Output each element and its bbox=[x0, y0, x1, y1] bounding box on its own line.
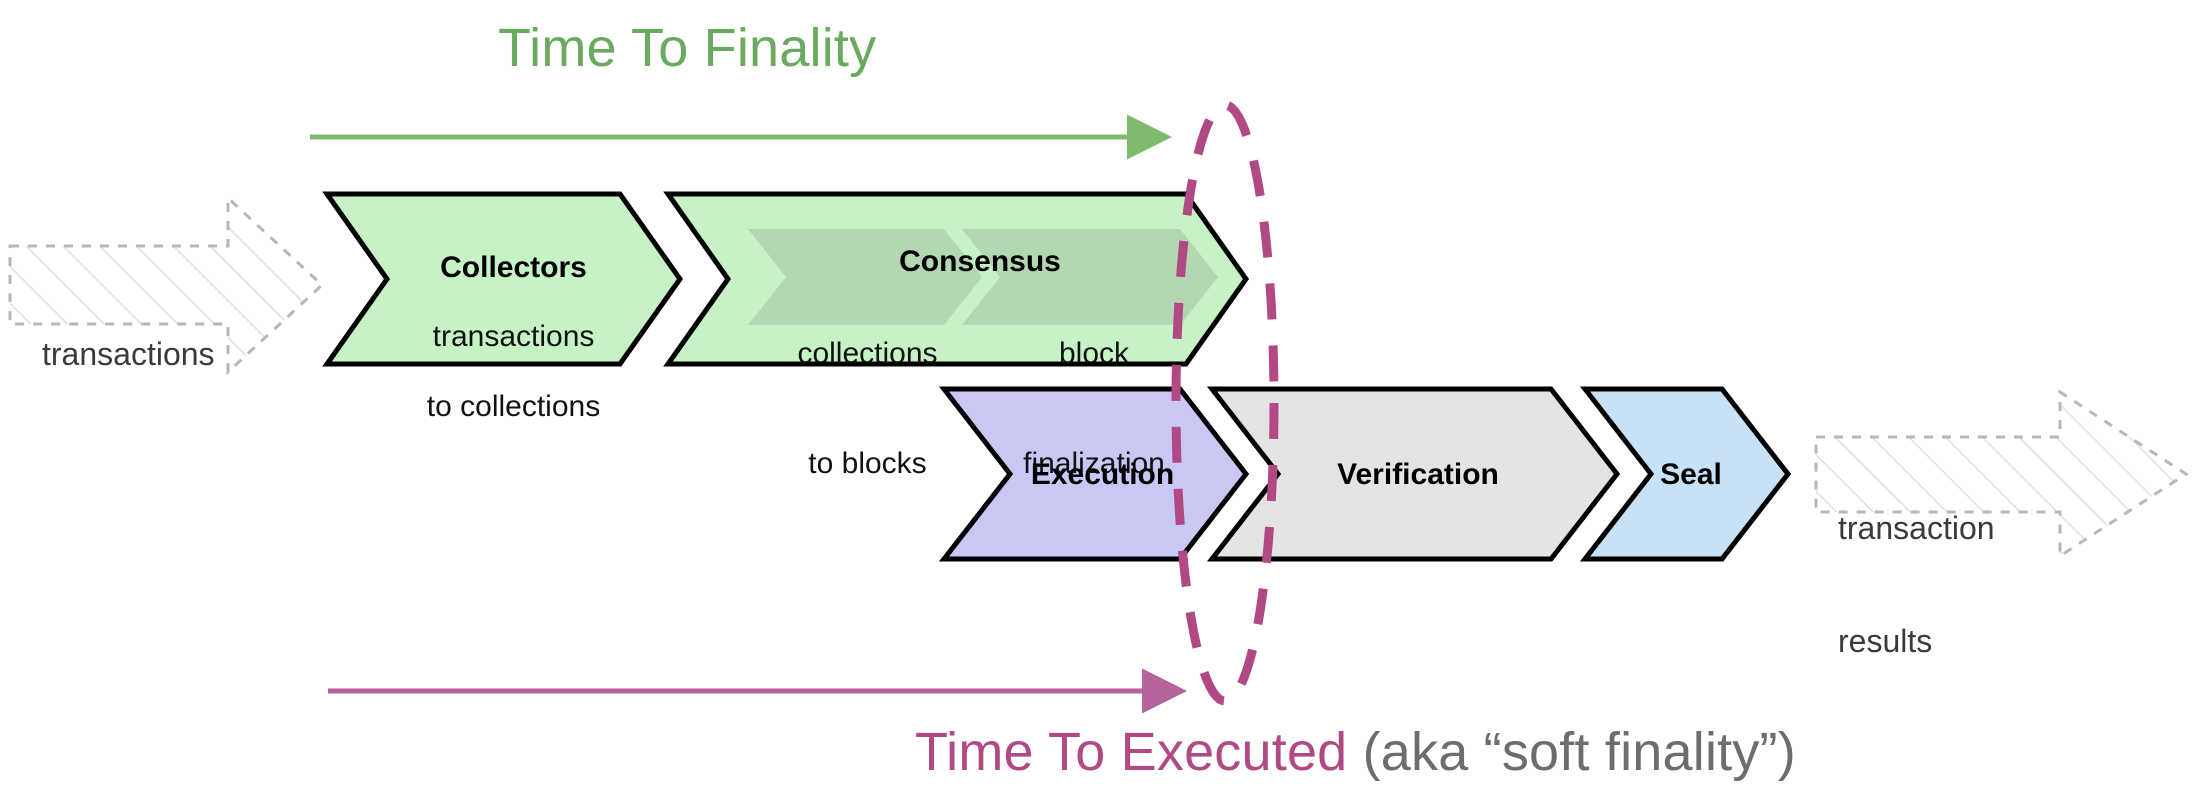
input-transactions-line1: transactions bbox=[42, 335, 215, 372]
time-to-executed-label: Time To Executed (aka “soft finality”) bbox=[915, 722, 1796, 782]
output-transaction-results-label: transaction results bbox=[1838, 434, 2098, 736]
collections-to-blocks-line1: collections bbox=[797, 337, 938, 371]
input-transactions-label: transactions bbox=[42, 260, 282, 449]
time-to-executed-main-text: Time To Executed bbox=[915, 722, 1348, 782]
collectors-subline-1: transactions bbox=[432, 320, 595, 354]
output-transaction-results-arrow bbox=[1814, 389, 2189, 559]
stage-shape-collectors[interactable] bbox=[322, 191, 684, 367]
stage-label-verification: Verification bbox=[1337, 458, 1499, 491]
stage-label-consensus: Consensus bbox=[760, 209, 1200, 314]
collectors-title: Collectors bbox=[440, 250, 587, 284]
stage-label-execution: Execution bbox=[1030, 458, 1175, 491]
substage-label-collections-to-blocks: collections to blocks bbox=[765, 263, 970, 556]
stage-label-collectors: Collectors transactions to collections bbox=[387, 215, 640, 459]
consensus-title: Consensus bbox=[899, 244, 1061, 278]
block-finalization-line2: finalization bbox=[1023, 446, 1165, 480]
stage-shape-seal[interactable] bbox=[1579, 386, 1792, 562]
collections-to-blocks-line2: to blocks bbox=[808, 446, 927, 480]
input-transactions-arrow bbox=[8, 194, 325, 376]
stage-shape-verification[interactable] bbox=[1206, 386, 1621, 562]
time-to-executed-sub-text: (aka “soft finality”) bbox=[1347, 722, 1796, 782]
stage-label-seal: Seal bbox=[1660, 458, 1722, 491]
time-to-finality-label: Time To Finality bbox=[498, 18, 877, 78]
collectors-subline-2: to collections bbox=[426, 389, 601, 423]
substage-label-block-finalization: block finalization bbox=[985, 263, 1203, 556]
block-finalization-line1: block bbox=[1058, 337, 1130, 371]
substage-shape-block-finalization bbox=[962, 229, 1218, 325]
substage-shape-collections-to-blocks bbox=[748, 229, 982, 325]
output-results-line2: results bbox=[1838, 622, 1933, 659]
finality-boundary-ellipse bbox=[1171, 100, 1279, 706]
output-results-line1: transaction bbox=[1838, 509, 1995, 546]
